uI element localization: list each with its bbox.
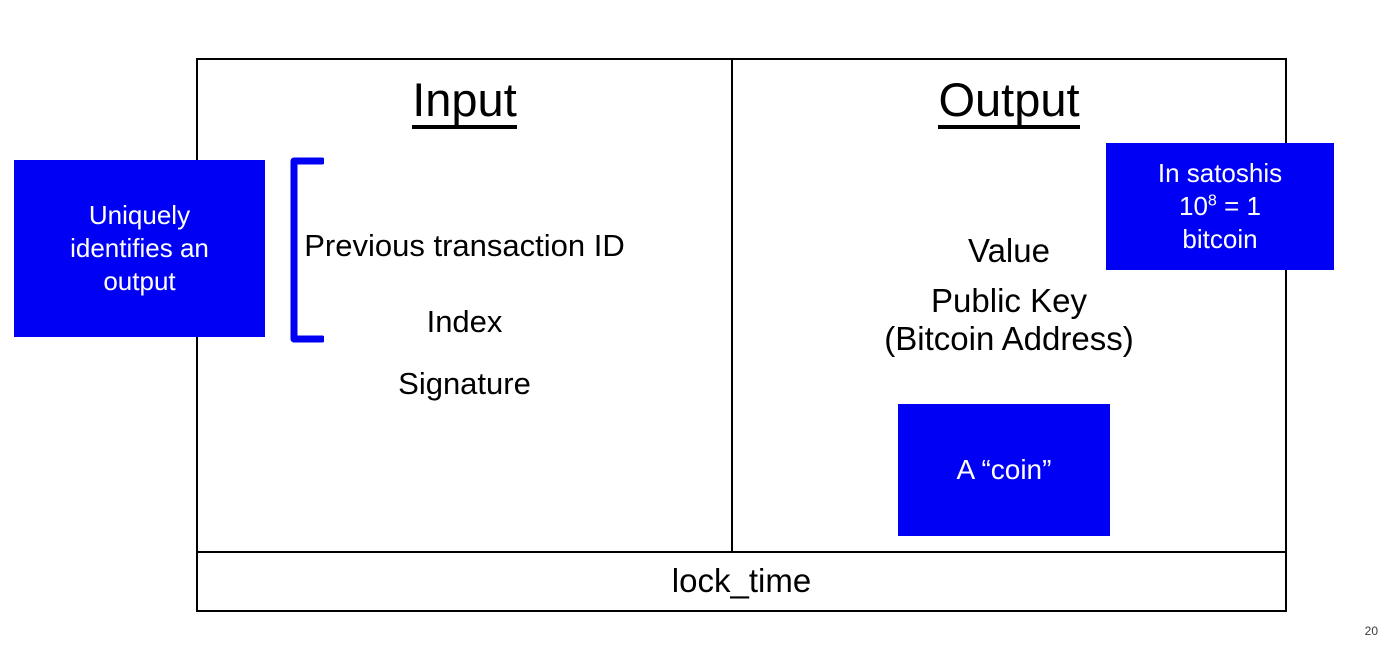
page-number: 20 [1364, 624, 1378, 638]
input-column: Input Previous transaction ID Index Sign… [198, 60, 731, 551]
callout-satoshis-line3: bitcoin [1182, 224, 1258, 255]
lock-time-row: lock_time [198, 551, 1285, 610]
callout-uniquely-text: Uniquely identifies an output [64, 199, 215, 299]
field-value: Value [968, 232, 1050, 269]
callout-a-coin: A “coin” [898, 404, 1110, 536]
callout-satoshis-exponent: 8 [1207, 191, 1217, 210]
field-signature: Signature [398, 366, 531, 401]
field-index: Index [426, 304, 503, 339]
callout-satoshis-text: In satoshis 108 = 1 bitcoin [1152, 157, 1288, 257]
input-group-bracket-icon [284, 156, 326, 344]
lock-time-divider [198, 551, 1285, 553]
output-heading-text: Output [938, 76, 1080, 129]
field-public-key: Public Key (Bitcoin Address) [733, 282, 1285, 359]
callout-uniquely-line1: Uniquely [88, 199, 191, 230]
callout-uniquely-identifies-output: Uniquely identifies an output [14, 160, 265, 337]
callout-in-satoshis: In satoshis 108 = 1 bitcoin [1106, 143, 1334, 270]
callout-satoshis-tail: = 1 [1216, 190, 1261, 221]
field-public-key-line1: Public Key [931, 282, 1087, 319]
field-previous-transaction-id: Previous transaction ID [304, 228, 625, 263]
callout-satoshis-base: 10 [1179, 190, 1208, 221]
output-column: Output Value Public Key (Bitcoin Address… [733, 60, 1285, 551]
input-heading-text: Input [412, 76, 517, 129]
field-public-key-line2: (Bitcoin Address) [884, 320, 1134, 358]
callout-a-coin-text: A “coin” [956, 454, 1052, 486]
output-column-heading: Output [733, 76, 1285, 129]
column-divider [731, 60, 733, 553]
input-column-heading: Input [198, 76, 731, 129]
lock-time-label: lock_time [671, 561, 812, 599]
callout-satoshis-line1: In satoshis [1157, 157, 1283, 188]
callout-uniquely-line2: identifies an [70, 232, 209, 263]
transaction-table: Input Previous transaction ID Index Sign… [196, 58, 1287, 612]
callout-uniquely-line3: output [103, 266, 176, 297]
